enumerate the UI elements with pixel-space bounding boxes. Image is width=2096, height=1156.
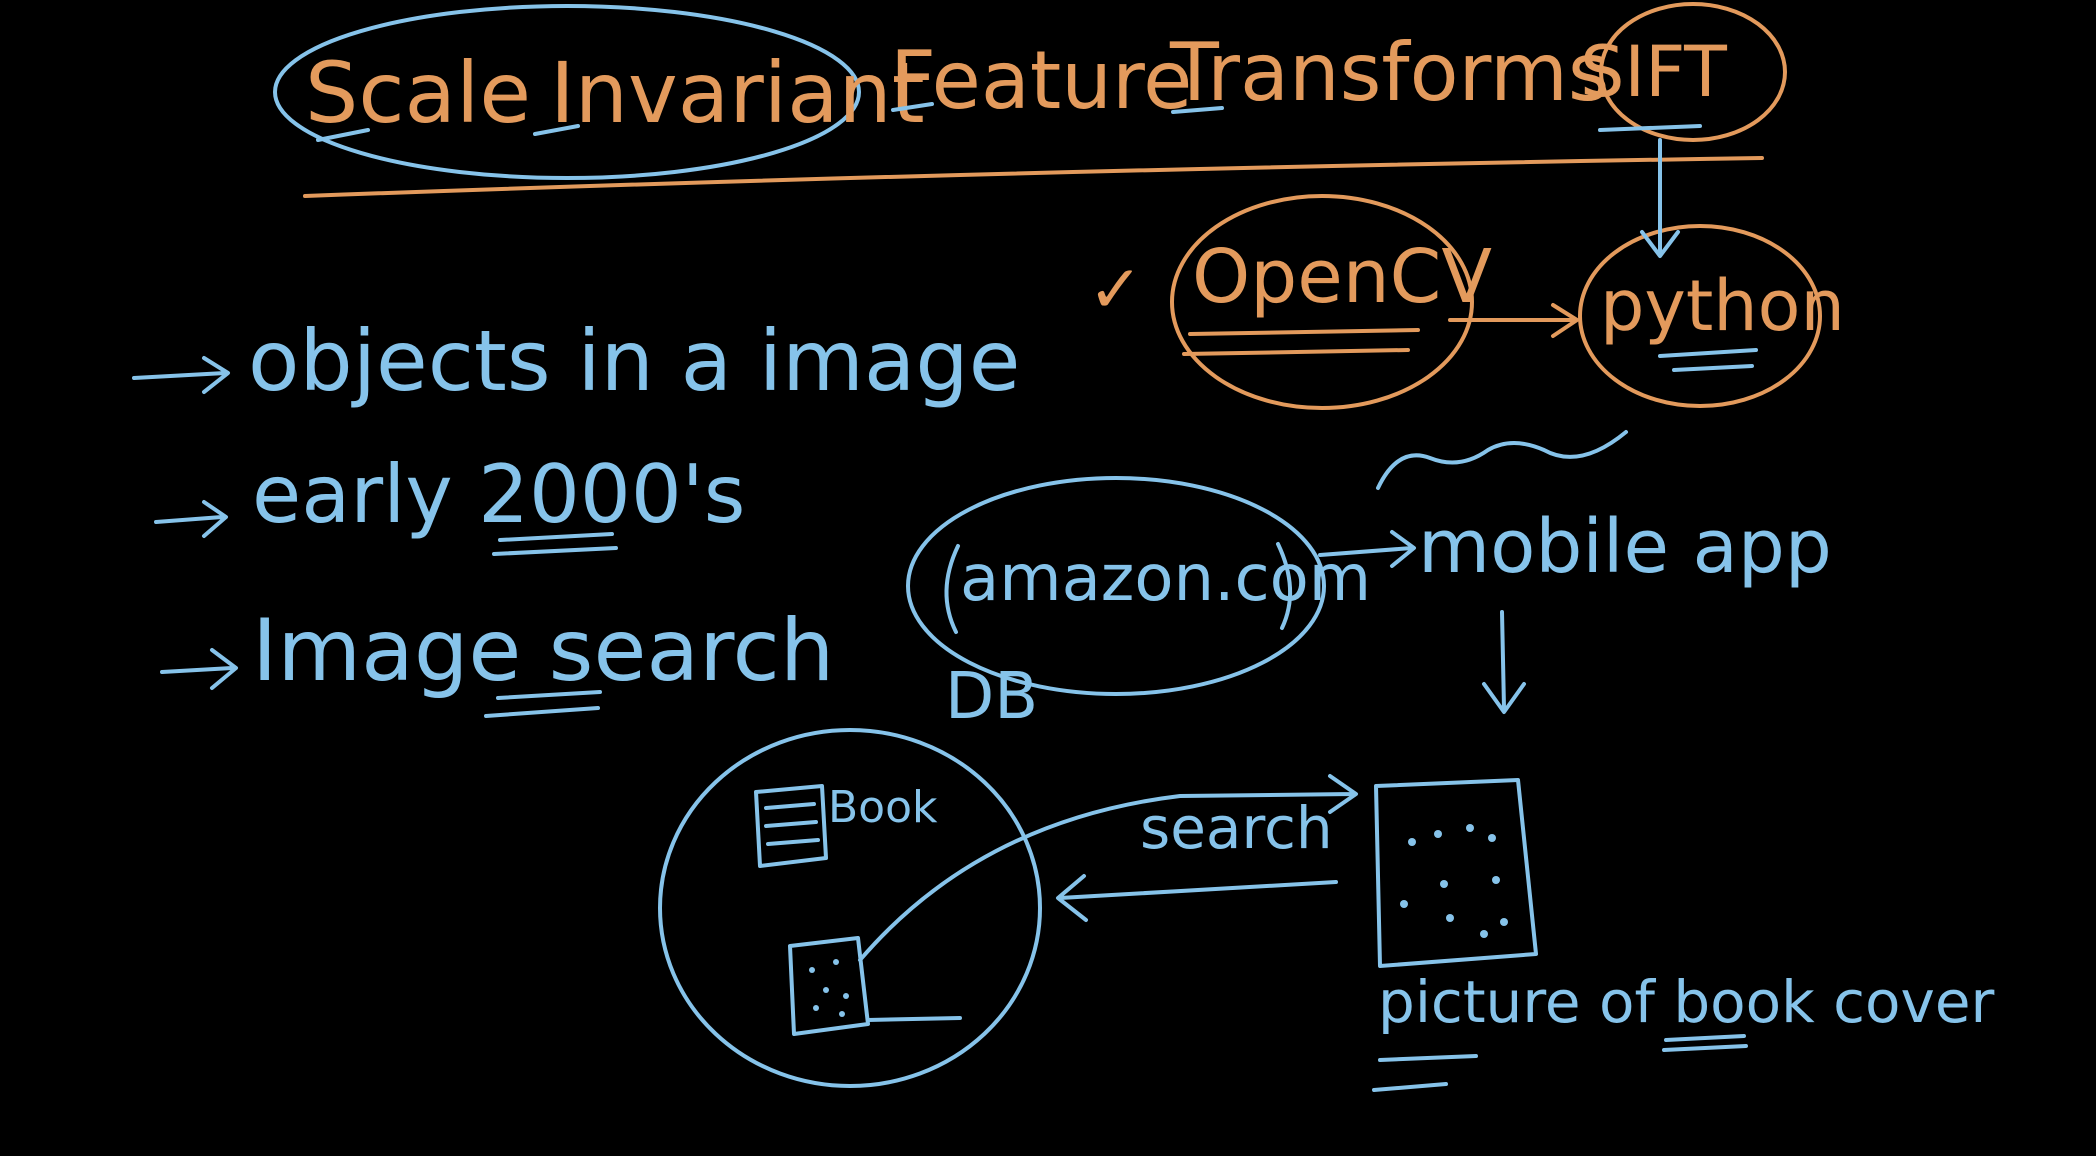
amazon-circle <box>906 476 1326 696</box>
tools-group: ✓ OpenCV python <box>1088 138 1845 410</box>
python-circle <box>1578 224 1822 408</box>
picture-frame <box>1374 778 1538 968</box>
bullet-arrow-3 <box>160 648 238 690</box>
bullet-text-3: Image search <box>252 601 834 701</box>
mobile-app-label: mobile app <box>1418 504 1832 590</box>
title-rule <box>303 156 1764 198</box>
underline-i <box>533 124 580 136</box>
book-cover-thumbnail <box>788 936 870 1036</box>
search-group: search <box>858 774 1358 962</box>
underline-t <box>1171 106 1224 114</box>
bullet-arrow-2 <box>154 500 228 538</box>
opencv-circle <box>1170 194 1474 410</box>
thumbnail-to-picture-arrow <box>858 774 1358 962</box>
caption-underline-book <box>1662 1034 1748 1052</box>
title-transforms: Transforms <box>1169 26 1610 119</box>
opencv-to-python-arrow <box>1448 303 1579 338</box>
caption-underline-picture-b <box>1372 1082 1448 1092</box>
bullet-list: objects in a image early 2000's Image se… <box>132 312 1020 718</box>
python-underline-a <box>1658 348 1758 358</box>
underline-2000s-b <box>492 546 618 556</box>
underline-sift <box>1598 124 1702 132</box>
picture-caption: picture of book cover <box>1378 968 1995 1036</box>
underline-search-a <box>496 690 602 700</box>
title-sift: SIFT <box>1580 31 1727 113</box>
amazon-flow: amazon.com mobile app DB <box>906 430 1832 734</box>
db-label: DB <box>945 660 1038 734</box>
python-label: python <box>1600 265 1845 347</box>
underline-s <box>316 128 370 142</box>
thumbnail-tail <box>866 1016 962 1022</box>
opencv-underline-b <box>1182 348 1410 356</box>
python-underline-b <box>1672 364 1754 372</box>
title-scale: Scale <box>305 44 531 142</box>
amazon-bracket-left <box>944 544 960 634</box>
sift-to-python-arrow <box>1640 138 1680 258</box>
bullet-text-1: objects in a image <box>248 312 1020 410</box>
amazon-label: amazon.com <box>960 542 1371 616</box>
bullet-text-2: early 2000's <box>252 448 745 541</box>
book-icon <box>754 784 828 868</box>
app-to-picture-arrow <box>1482 610 1526 714</box>
picture-to-database-arrow <box>1056 874 1338 922</box>
database-group: Book <box>658 728 1042 1088</box>
amazon-to-app-arrow <box>1318 530 1416 568</box>
picture-group: picture of book cover <box>1372 778 1995 1092</box>
underline-2000s-a <box>498 532 614 542</box>
underline-f <box>891 102 934 112</box>
amazon-bracket-right <box>1276 542 1293 630</box>
mobile-app-squiggle <box>1376 430 1628 490</box>
database-circle <box>658 728 1042 1088</box>
opencv-label: OpenCV <box>1192 234 1492 320</box>
scale-invariant-circle <box>273 4 861 180</box>
check-mark: ✓ <box>1088 251 1143 328</box>
title-invariant: Invariant <box>550 44 925 142</box>
bullet-arrow-1 <box>132 356 230 394</box>
title-group: Scale Invariant Feature Transforms SIFT <box>273 2 1787 198</box>
sift-circle <box>1599 2 1787 142</box>
title-feature: Feature <box>890 34 1192 127</box>
book-label: Book <box>828 782 938 833</box>
caption-underline-picture-a <box>1378 1054 1478 1062</box>
search-label: search <box>1140 794 1333 862</box>
opencv-underline-a <box>1188 328 1420 336</box>
underline-search-b <box>484 706 600 718</box>
